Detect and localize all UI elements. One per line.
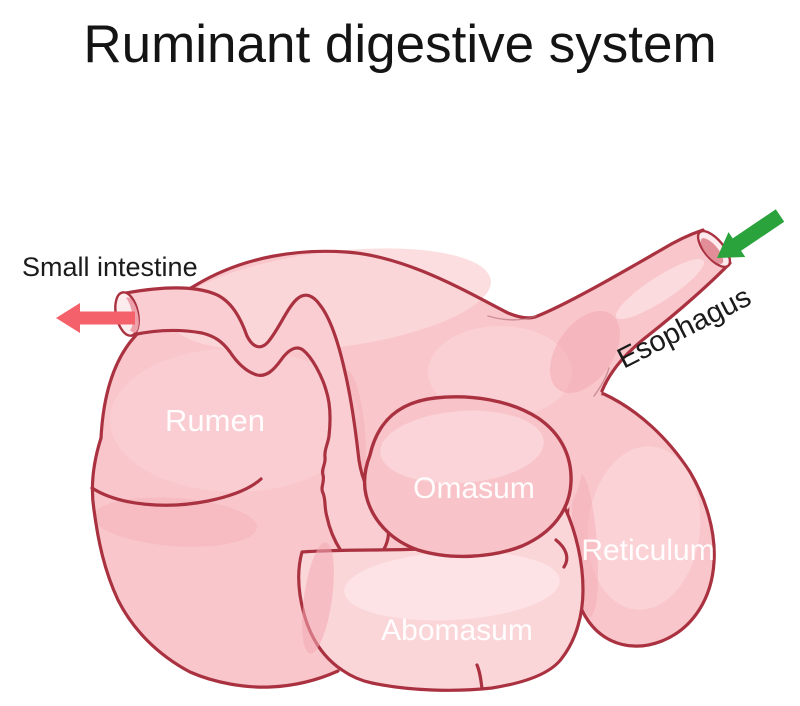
omasum-highlight [380, 410, 544, 484]
abomasum-label: Abomasum [381, 614, 533, 647]
omasum-label: Omasum [413, 472, 535, 505]
esophagus-lower-outline [600, 261, 732, 393]
esophagus-highlight [615, 258, 705, 320]
junction-crease-line [593, 367, 610, 397]
small-intestine-tube-shape [124, 286, 391, 555]
outflow-arrow-icon [56, 303, 135, 333]
body-bottom-outline [90, 436, 340, 689]
rumen-label: Rumen [165, 403, 265, 438]
omasum-curl-line [554, 538, 569, 569]
abomasum-notch-line [475, 663, 484, 691]
small-intestine-label: Small intestine [22, 252, 198, 282]
reticulum-highlight [587, 446, 701, 610]
valley-crease-line [487, 315, 537, 321]
inflow-arrow-icon [717, 209, 785, 258]
crease-shadow [93, 497, 257, 547]
abomasum-highlight [344, 551, 560, 621]
abomasum-left-shadow [302, 542, 334, 654]
neck-highlight [428, 326, 572, 418]
junction-shadow [550, 311, 620, 393]
rumen-crease-line [90, 477, 263, 507]
reticulum-label: Reticulum [581, 534, 715, 567]
dome-highlight [169, 248, 491, 352]
rumen-center-highlight [110, 348, 360, 492]
page-title: Ruminant digestive system [83, 15, 717, 74]
